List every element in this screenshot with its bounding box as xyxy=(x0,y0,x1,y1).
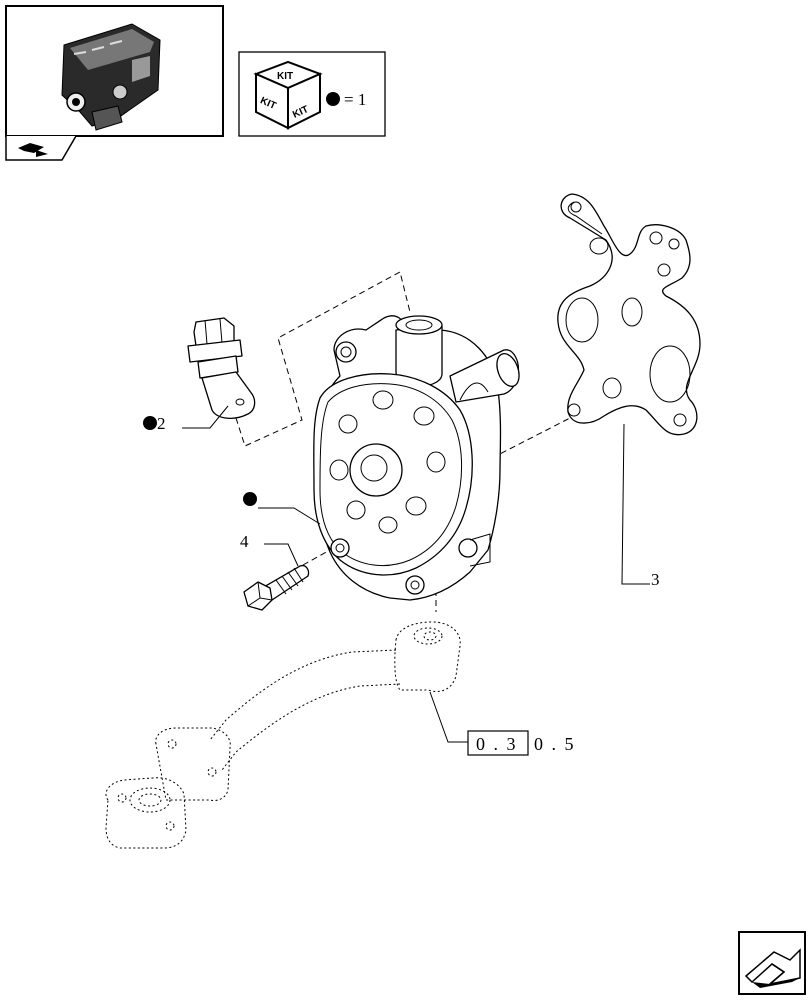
reference-trailing-code: 0 . 5 xyxy=(534,734,576,754)
bolt-part xyxy=(243,564,310,611)
next-arrow-icon xyxy=(744,948,801,988)
engine-thumbnail[interactable] xyxy=(5,5,224,161)
callout-2-label: 2 xyxy=(157,414,166,433)
pointer-arrow-icon xyxy=(18,143,48,157)
callout-4-label: 4 xyxy=(240,532,249,551)
callout-3-label: 3 xyxy=(651,570,660,589)
kit-bullet xyxy=(326,92,340,106)
kit-cube-icon xyxy=(253,60,323,130)
engine-icon xyxy=(61,23,161,131)
water-pump-part xyxy=(313,315,520,601)
callout-item-2: 2 xyxy=(143,405,229,433)
gasket-part xyxy=(557,193,701,436)
kit-equals-text: = 1 xyxy=(344,90,366,109)
pipe-reference-part xyxy=(105,621,461,849)
plug-part xyxy=(187,317,256,420)
reference-boxed-code: 0 . 3 xyxy=(476,734,518,754)
callout-reference[interactable]: 0 . 3 0 . 5 xyxy=(429,691,576,756)
callout-item-1 xyxy=(243,492,321,525)
callout-item-4: 4 xyxy=(240,532,299,567)
kit-legend: KIT KIT KIT = 1 xyxy=(238,51,386,137)
next-page-button[interactable] xyxy=(738,931,806,995)
callout-item-3: 3 xyxy=(621,423,660,589)
kit-label-top: KIT xyxy=(277,71,293,82)
